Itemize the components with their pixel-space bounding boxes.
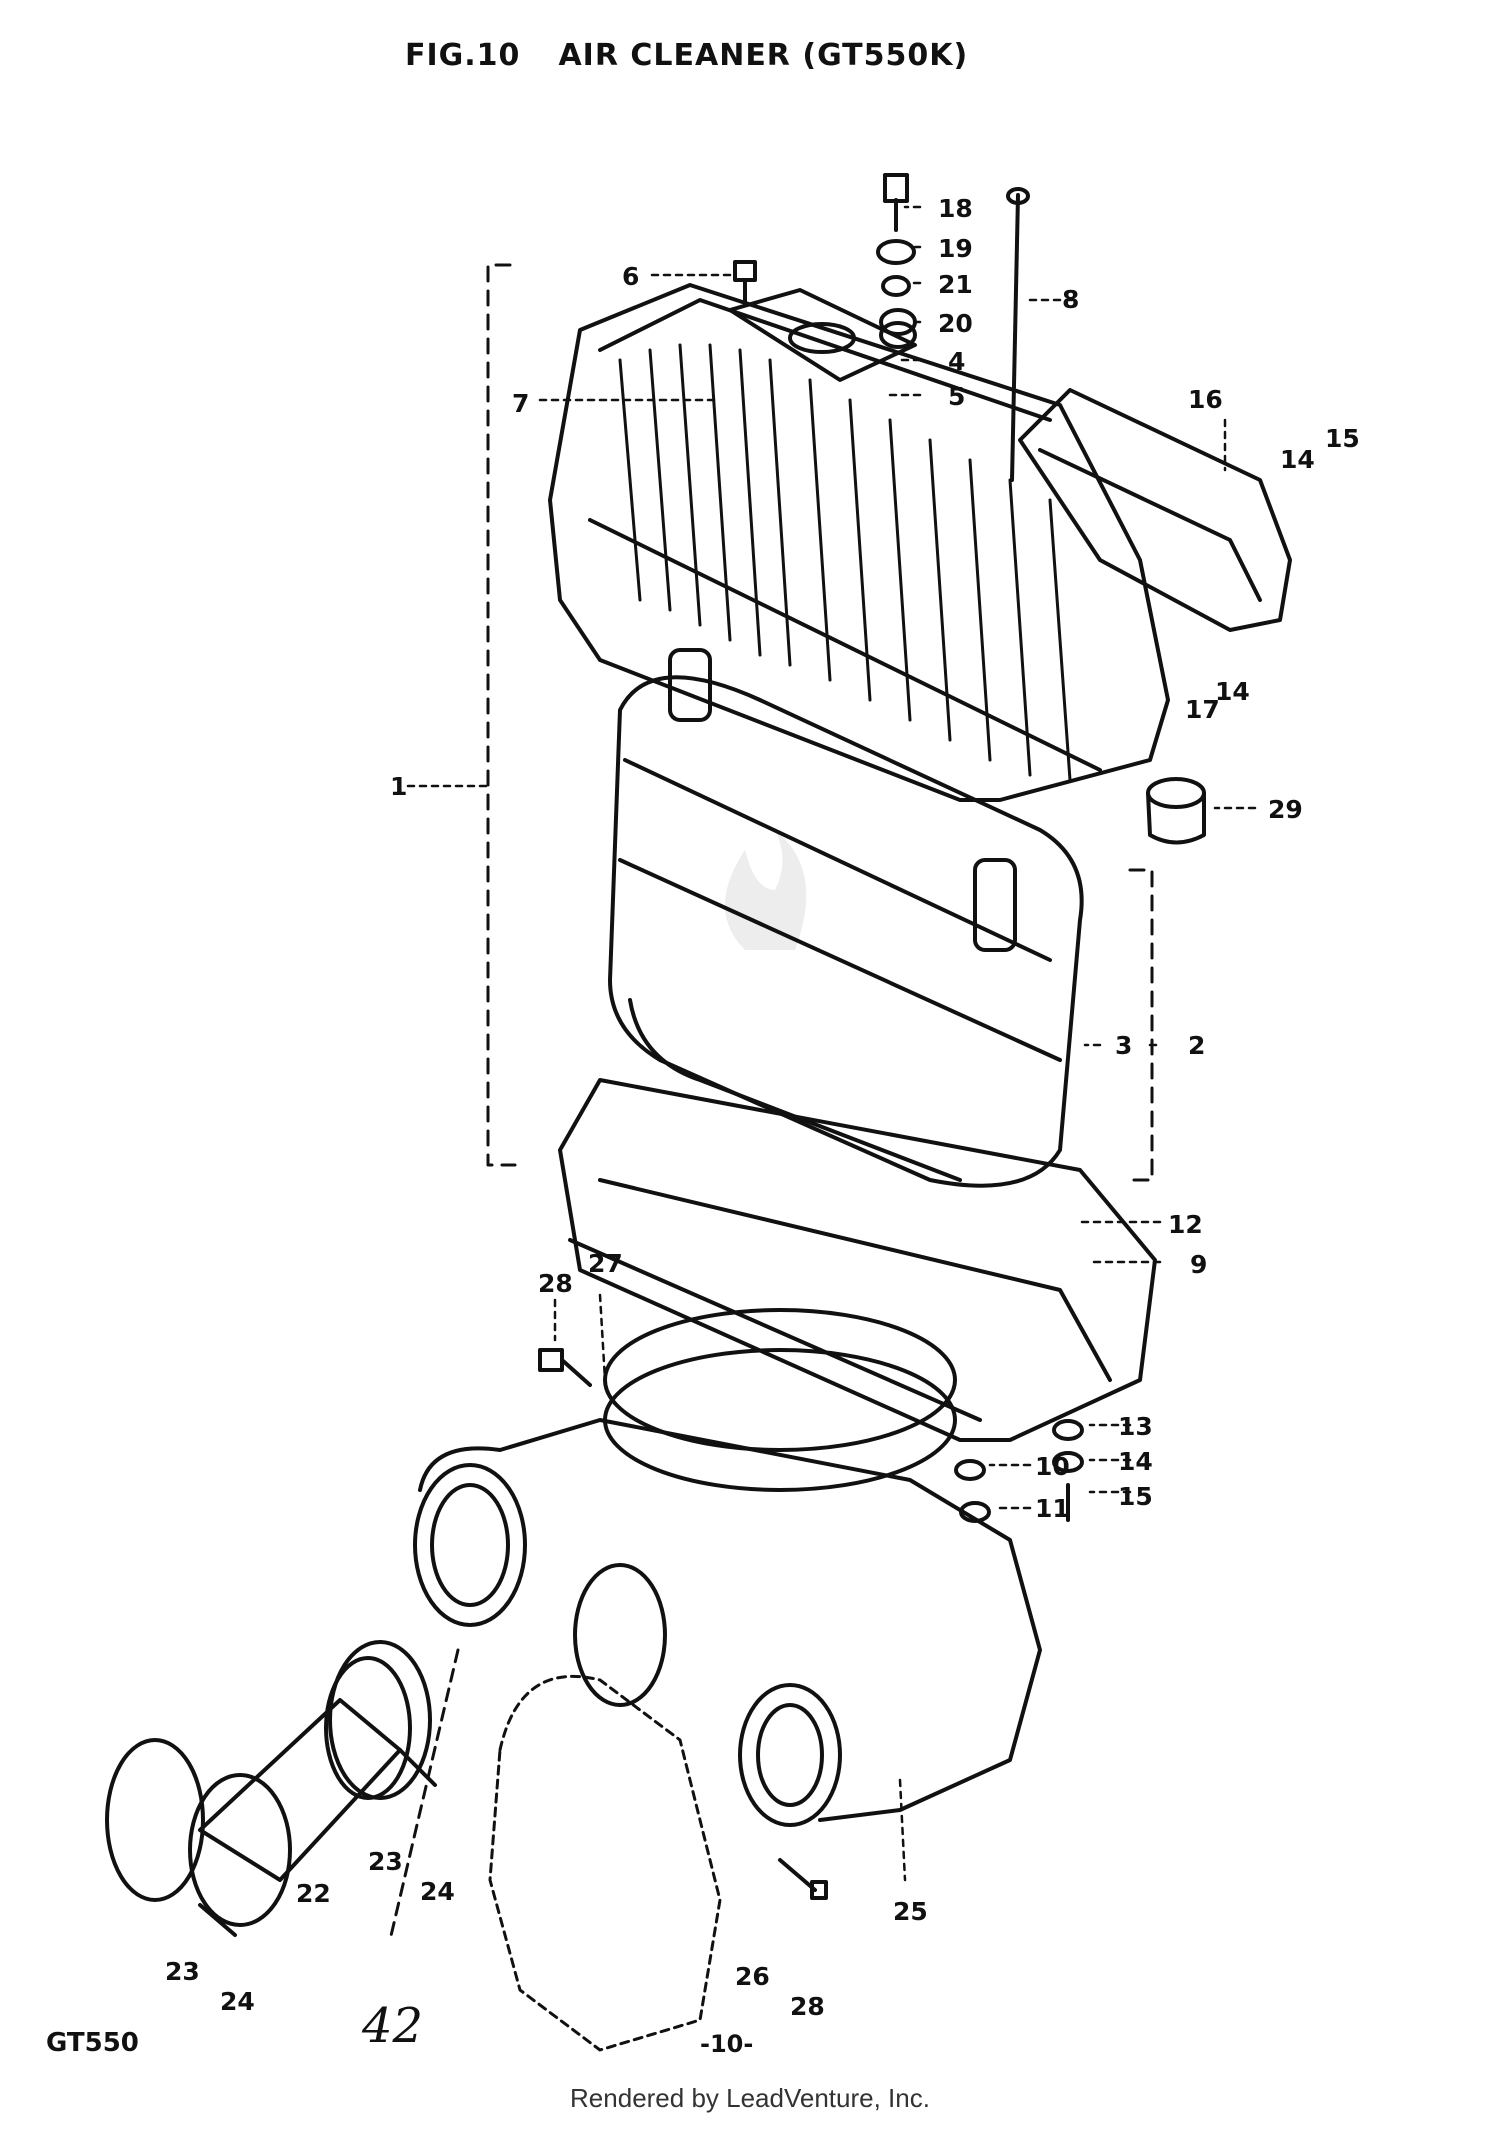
handwritten-note: 42 bbox=[362, 1998, 424, 2054]
filter-element bbox=[608, 648, 1084, 1188]
bolt-6 bbox=[733, 260, 757, 307]
callout-26: 26 bbox=[735, 1962, 770, 1991]
bracket-part-23-24 bbox=[388, 1648, 460, 1942]
callout-22: 22 bbox=[296, 1879, 331, 1908]
air-cleaner-cover bbox=[548, 283, 1292, 802]
grommet-20 bbox=[879, 308, 917, 349]
callout-7: 7 bbox=[512, 389, 529, 418]
callout-4: 4 bbox=[948, 347, 965, 376]
model-code: GT550 bbox=[46, 2028, 139, 2058]
callout-20: 20 bbox=[938, 309, 973, 338]
hose-clamp-23 bbox=[105, 1640, 432, 1902]
callout-29: 29 bbox=[1268, 795, 1303, 824]
intake-chamber-25 bbox=[413, 1418, 1042, 1827]
callout-3: 3 bbox=[1115, 1031, 1132, 1060]
callout-14-side: 14 bbox=[1215, 677, 1250, 706]
callout-18: 18 bbox=[938, 194, 973, 223]
hose-clamp-27 bbox=[603, 1308, 957, 1492]
callout-23-lower: 23 bbox=[165, 1957, 200, 1986]
callout-17: 17 bbox=[1185, 695, 1220, 724]
callout-24-lower: 24 bbox=[220, 1987, 255, 2016]
collar-21 bbox=[881, 275, 911, 297]
callout-15-lower: 15 bbox=[1118, 1482, 1153, 1511]
diagram-title: FIG.10 AIR CLEANER (GT550K) bbox=[405, 38, 968, 73]
callout-16: 16 bbox=[1188, 385, 1223, 414]
callout-27: 27 bbox=[588, 1249, 623, 1278]
callout-6: 6 bbox=[622, 262, 639, 291]
leader-lines bbox=[406, 205, 1257, 1882]
callout-28-upper: 28 bbox=[538, 1269, 573, 1298]
callout-25: 25 bbox=[893, 1897, 928, 1926]
render-credit: Rendered by LeadVenture, Inc. bbox=[570, 2083, 930, 2113]
leadventure-watermark bbox=[725, 830, 807, 950]
callout-13: 13 bbox=[1118, 1412, 1153, 1441]
callout-15-upper: 15 bbox=[1325, 424, 1360, 453]
callout-19: 19 bbox=[938, 234, 973, 263]
callout-23-upper: 23 bbox=[368, 1847, 403, 1876]
carburetor-outline bbox=[488, 1674, 722, 2052]
page-number: -10- bbox=[700, 2030, 754, 2058]
figure-number: FIG.10 bbox=[405, 38, 521, 73]
callout-12: 12 bbox=[1168, 1210, 1203, 1239]
bracket-part-1 bbox=[486, 263, 517, 1167]
callout-14-upper: 14 bbox=[1280, 445, 1315, 474]
bolt-28-upper bbox=[538, 1348, 592, 1387]
callout-24-upper: 24 bbox=[420, 1877, 455, 1906]
callout-11: 11 bbox=[1035, 1494, 1070, 1523]
callout-10: 10 bbox=[1035, 1452, 1070, 1481]
callout-labels: 1 2 3 4 5 6 7 8 9 10 11 12 13 14 14 14 1… bbox=[165, 194, 1360, 2021]
washer-19 bbox=[876, 239, 916, 265]
figure-name: AIR CLEANER (GT550K) bbox=[558, 38, 969, 73]
callout-28-lower: 28 bbox=[790, 1992, 825, 2021]
callout-9: 9 bbox=[1190, 1250, 1207, 1279]
callout-14-lower: 14 bbox=[1118, 1447, 1153, 1476]
callout-2: 2 bbox=[1188, 1031, 1205, 1060]
bolt-18 bbox=[883, 173, 909, 232]
callout-21: 21 bbox=[938, 270, 973, 299]
callout-8: 8 bbox=[1062, 285, 1079, 314]
rod-8 bbox=[1006, 187, 1030, 482]
callout-5: 5 bbox=[948, 382, 965, 411]
grommet-29 bbox=[1146, 777, 1206, 845]
bracket-part-2 bbox=[1128, 868, 1154, 1182]
callout-1: 1 bbox=[390, 772, 407, 801]
air-cleaner-case bbox=[558, 1078, 1157, 1442]
bolt-28-lower bbox=[778, 1858, 828, 1900]
